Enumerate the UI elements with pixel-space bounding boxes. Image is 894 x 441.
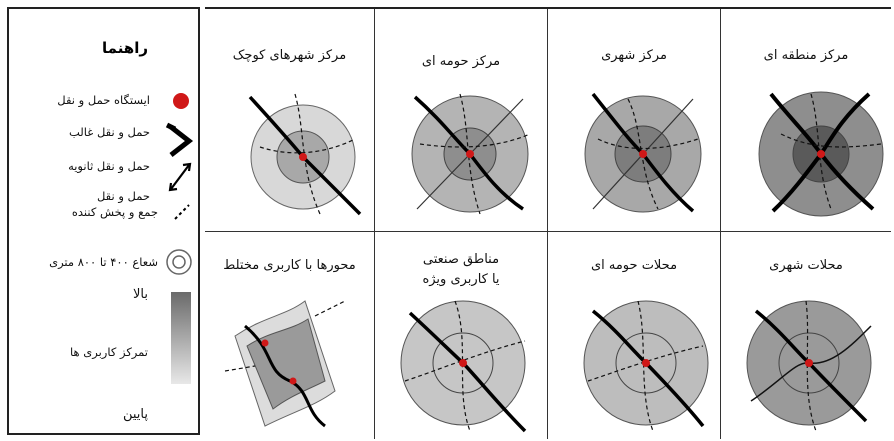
legend-symbols [165, 93, 194, 384]
suburban-center-diagram [411, 93, 531, 215]
row-divider [205, 231, 891, 232]
legend-panel: راهنما ایستگاه حمل و نقل حمل و نقل غالب … [7, 7, 200, 435]
cell-industrial-zone-label-2: یا کاربری ویژه [422, 272, 500, 287]
cell-suburban-center-label: مرکز حومه ای [421, 54, 501, 69]
legend-low-label: پایین [122, 407, 148, 422]
suburban-neighborhood-diagram [583, 300, 709, 432]
urban-neighborhood-diagram [746, 300, 872, 432]
cell-small-town-center-label: مرکز شهرهای کوچک [232, 48, 347, 63]
secondary-transit-icon [168, 162, 192, 192]
cell-mixed-use-corridor-label: محورها با کاربری مختلط [223, 258, 356, 273]
regional-center-diagram [758, 91, 884, 217]
cell-urban-neighborhood: محلات شهری [721, 231, 891, 439]
legend-radius-label: شعاع ۴۰۰ تا ۸۰۰ متری [49, 255, 158, 269]
city-center-diagram [584, 92, 702, 213]
legend-station-label: ایستگاه حمل و نقل [57, 93, 150, 107]
cell-industrial-zone: مناطق صنعتی یا کاربری ویژه [375, 231, 548, 439]
cell-urban-neighborhood-label: محلات شهری [769, 258, 843, 273]
radius-icon [166, 249, 192, 275]
cell-suburban-neighborhood: محلات حومه ای [548, 231, 721, 439]
main-transit-icon [165, 122, 194, 157]
cell-regional-center-label: مرکز منطقه ای [763, 48, 849, 63]
small-town-center-diagram [248, 93, 362, 216]
cell-regional-center: مرکز منطقه ای [721, 9, 891, 231]
cell-city-center-label: مرکز شهری [601, 48, 667, 63]
station-icon [173, 93, 189, 109]
cell-industrial-zone-label-1: مناطق صنعتی [422, 252, 500, 267]
mixed-use-corridor-diagram [224, 300, 346, 428]
legend-feeder-label-1: حمل و نقل [96, 189, 150, 203]
legend-feeder-label-2: جمع و پخش کننده [71, 205, 158, 219]
legend-title: راهنما [102, 39, 148, 57]
legend-main-transit-label: حمل و نقل غالب [68, 125, 150, 139]
cell-suburban-center: مرکز حومه ای [375, 9, 548, 231]
legend-high-label: بالا [133, 287, 148, 302]
industrial-zone-diagram [400, 300, 527, 433]
legend-secondary-transit-label: حمل و نقل ثانویه [68, 159, 150, 173]
cell-mixed-use-corridor: محورها با کاربری مختلط [205, 231, 375, 439]
typology-grid: مرکز منطقه ای مرکز شهری مرکز ح [205, 7, 891, 439]
cell-city-center: مرکز شهری [548, 9, 721, 231]
feeder-transit-icon [174, 204, 190, 220]
intensity-gradient-bar [171, 292, 191, 384]
cell-small-town-center: مرکز شهرهای کوچک [205, 9, 375, 231]
legend-intensity-label: تمرکز کاربری ها [70, 345, 148, 359]
cell-suburban-neighborhood-label: محلات حومه ای [590, 258, 678, 273]
